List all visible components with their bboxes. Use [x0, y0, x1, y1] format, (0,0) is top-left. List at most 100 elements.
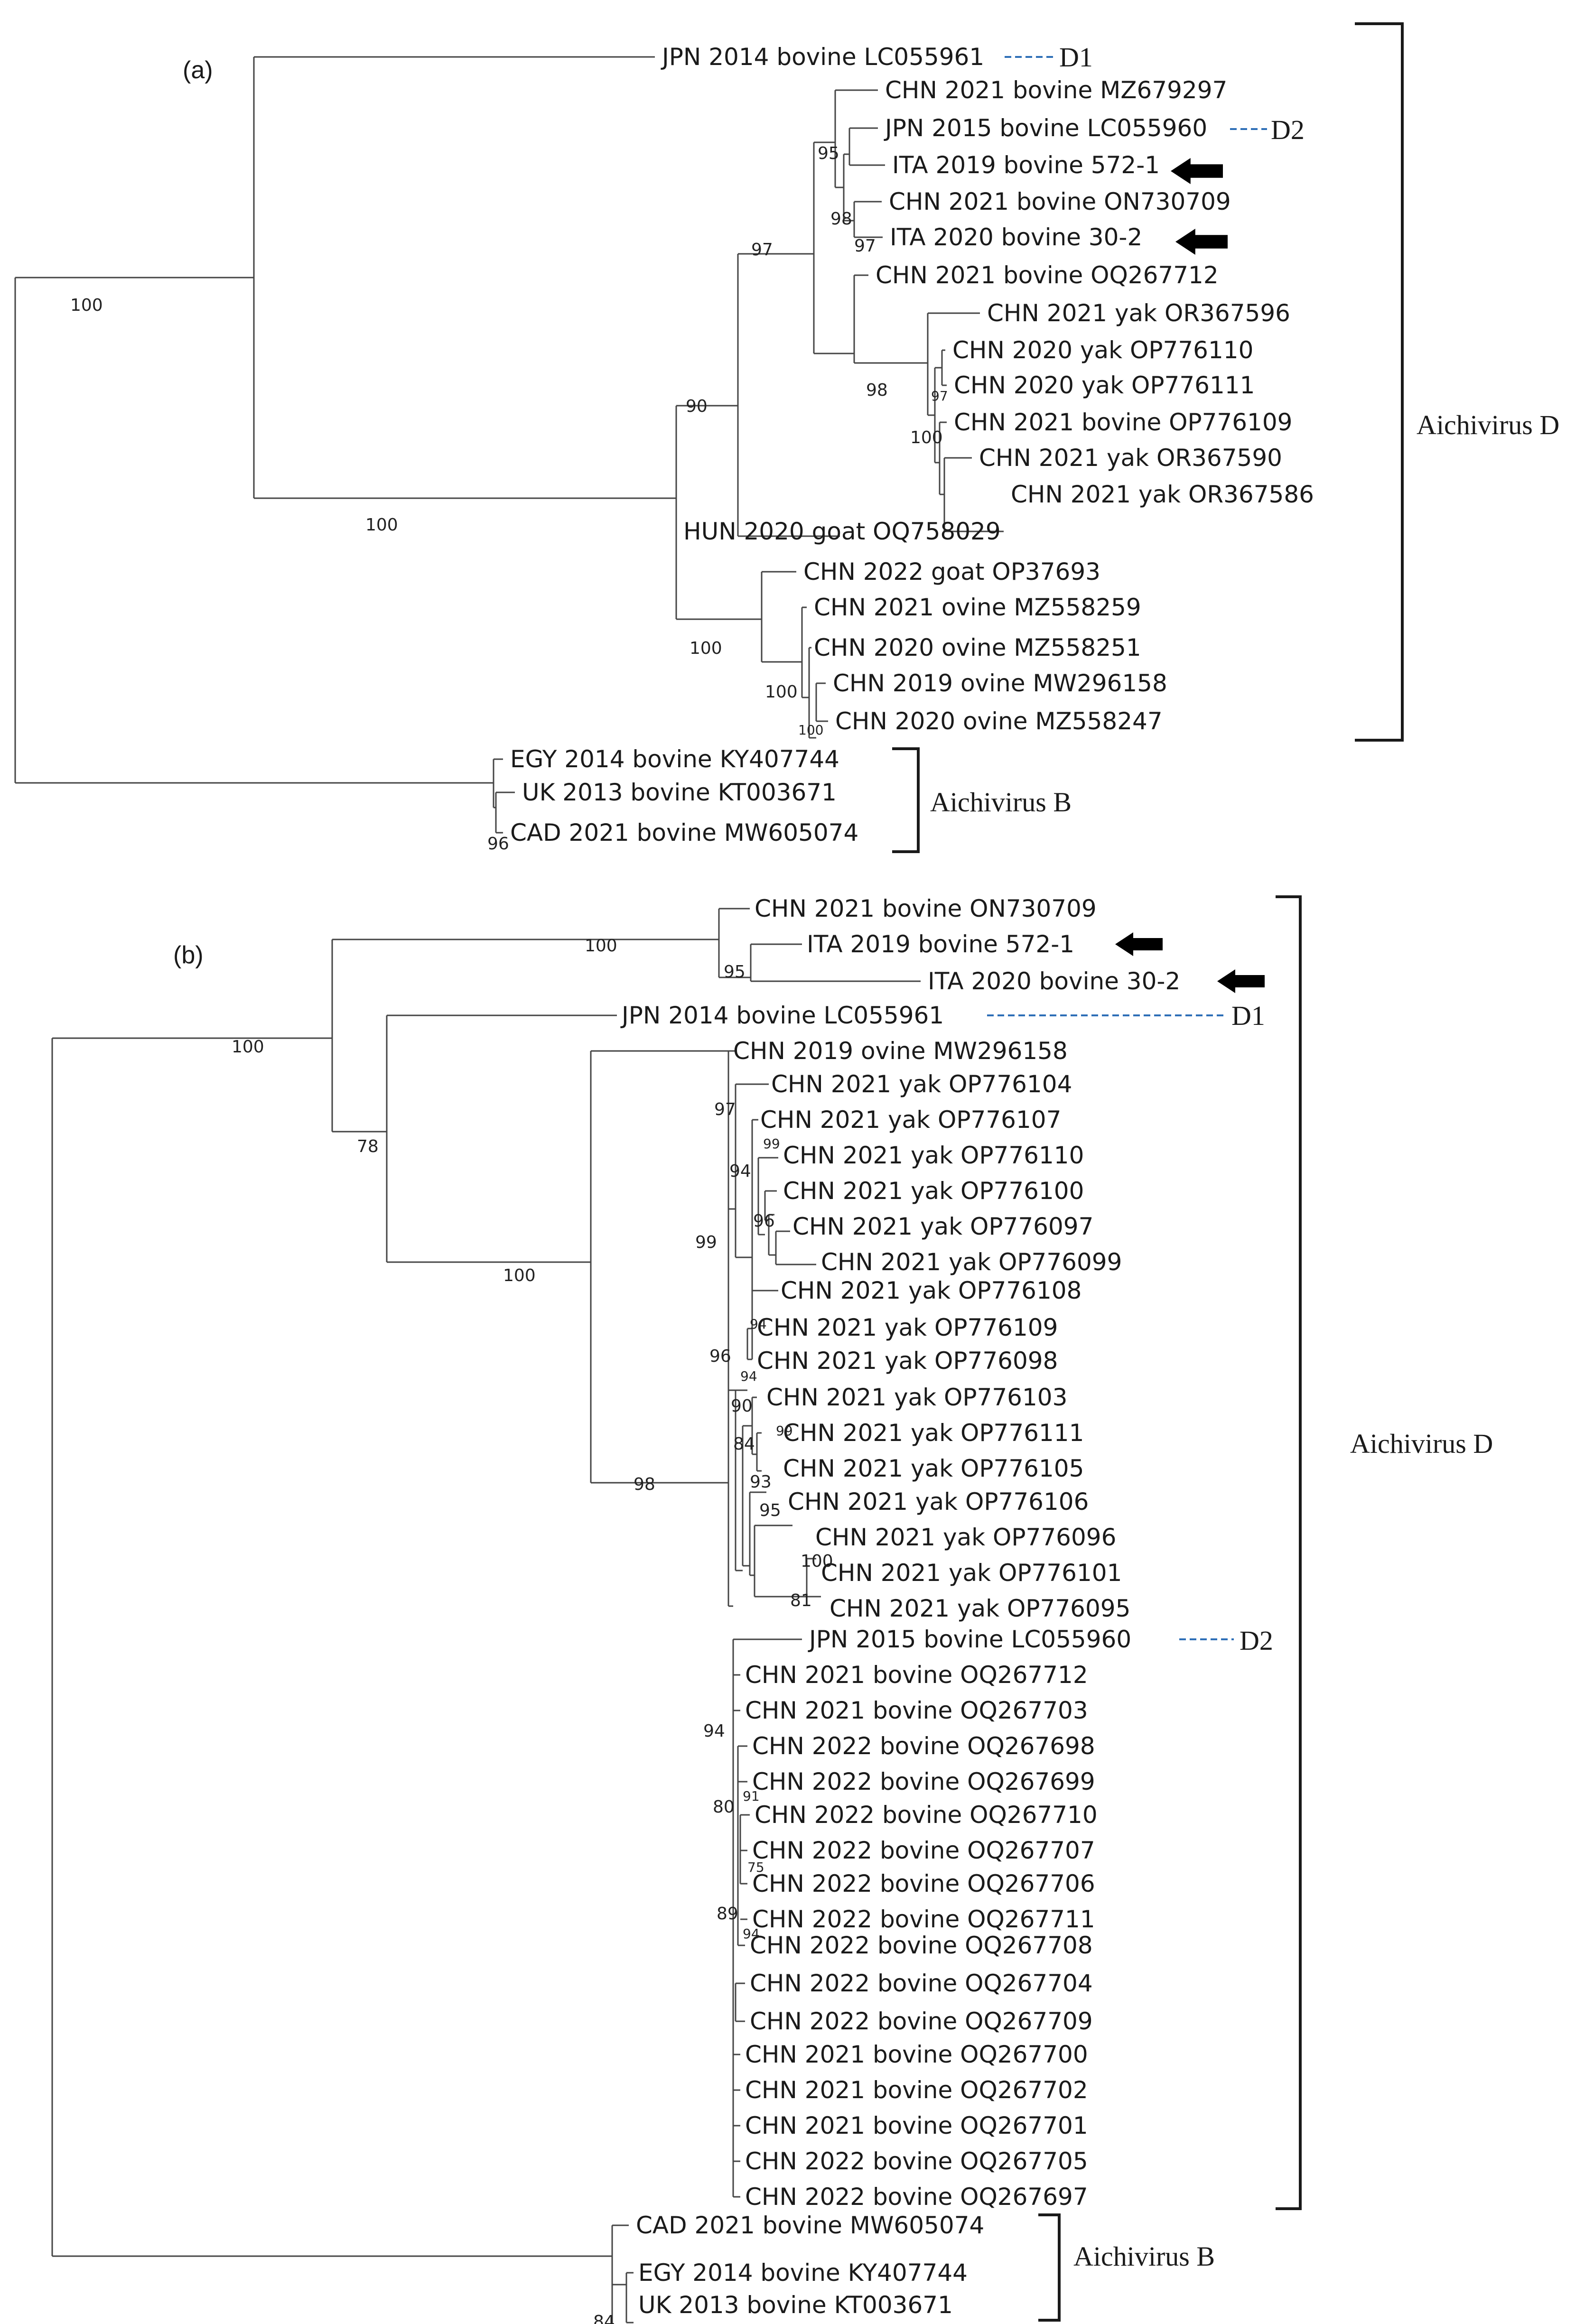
taxon-label: HUN 2020 goat OQ758029	[683, 518, 1001, 545]
taxon-label: CHN 2021 yak OP776095	[830, 1595, 1130, 1622]
bootstrap-value: 94	[703, 1721, 725, 1741]
taxon-label: CHN 2021 bovine OQ267700	[745, 2041, 1088, 2068]
taxon-label: CHN 2020 yak OP776111	[954, 372, 1255, 399]
taxon-label: CHN 2021 yak OR367586	[1011, 481, 1314, 508]
taxon-label: CHN 2021 bovine ON730709	[755, 895, 1097, 922]
bracket-aichivirus-b	[1038, 2213, 1061, 2322]
bootstrap-value: 95	[818, 144, 839, 163]
panel-b-clade-brackets: Aichivirus D Aichivirus B	[1038, 895, 1493, 2322]
taxon-label: CHN 2021 yak OP776105	[783, 1455, 1084, 1482]
taxon-label: JPN 2014 bovine LC055961	[661, 43, 984, 71]
taxon-label: UK 2013 bovine KT003671	[638, 2291, 953, 2319]
clade-label-aichivirus-d: Aichivirus D	[1350, 1428, 1493, 1459]
bootstrap-value: 94	[729, 1162, 751, 1181]
taxon-label: ITA 2020 bovine 30-2	[928, 967, 1180, 995]
taxon-label: CAD 2021 bovine MW605074	[636, 2212, 984, 2239]
group-label-d2: D2	[1271, 114, 1305, 145]
taxon-label: CHN 2021 bovine ON730709	[889, 188, 1231, 215]
panel-b: (b)	[51, 895, 1493, 2324]
bootstrap-value: 80	[713, 1797, 735, 1817]
panel-a-label: (a)	[183, 56, 213, 84]
bootstrap-value: 94	[740, 1368, 757, 1384]
taxon-label: CHN 2021 bovine OQ267702	[745, 2076, 1088, 2104]
bootstrap-value: 100	[765, 682, 798, 702]
taxon-label: CHN 2021 bovine OQ267712	[876, 261, 1219, 289]
taxon-label: CHN 2019 ovine MW296158	[733, 1037, 1068, 1065]
taxon-label: CHN 2019 ovine MW296158	[833, 669, 1167, 697]
bootstrap-value: 99	[776, 1423, 793, 1439]
taxon-label: CHN 2021 yak OP776099	[821, 1248, 1122, 1276]
bootstrap-value: 84	[733, 1434, 755, 1454]
taxon-label: CHN 2021 bovine MZ679297	[885, 76, 1227, 104]
bootstrap-value: 100	[801, 1552, 833, 1571]
group-label-d2: D2	[1240, 1625, 1273, 1656]
panel-a: (a)	[14, 22, 1559, 854]
bootstrap-value: 94	[750, 1316, 767, 1332]
bootstrap-value: 96	[753, 1211, 775, 1231]
group-label-d1: D1	[1231, 1000, 1265, 1031]
bootstrap-value: 100	[910, 428, 943, 447]
panel-b-branches	[51, 908, 921, 2324]
taxon-label: UK 2013 bovine KT003671	[522, 779, 837, 806]
arrow-pointer-icon	[1175, 229, 1228, 255]
arrow-pointer-icon	[1115, 932, 1163, 956]
taxon-label: CHN 2022 bovine OQ267698	[752, 1732, 1095, 1760]
taxon-label: CHN 2021 yak OP776096	[815, 1524, 1116, 1551]
bootstrap-value: 84	[593, 2312, 615, 2324]
taxon-label: CHN 2022 bovine OQ267709	[750, 2008, 1093, 2035]
taxon-label: CHN 2022 bovine OQ267710	[755, 1801, 1098, 1829]
taxon-label: CHN 2021 yak OR367596	[987, 299, 1290, 327]
bootstrap-value: 97	[751, 240, 773, 260]
bootstrap-value: 93	[750, 1472, 772, 1492]
bootstrap-value: 96	[709, 1347, 731, 1366]
taxon-label: CHN 2022 bovine OQ267705	[745, 2147, 1088, 2175]
bootstrap-value: 75	[747, 1859, 764, 1875]
taxon-label: CHN 2021 yak OP776107	[760, 1106, 1061, 1134]
taxon-label: CHN 2021 bovine OQ267712	[745, 1661, 1088, 1689]
taxon-label: EGY 2014 bovine KY407744	[638, 2259, 968, 2287]
clade-label-aichivirus-b: Aichivirus B	[1073, 2241, 1215, 2272]
taxon-label: CHN 2022 bovine OQ267704	[750, 1970, 1093, 1997]
taxon-label: EGY 2014 bovine KY407744	[510, 745, 839, 773]
panel-a-tip-labels: JPN 2014 bovine LC055961 CHN 2021 bovine…	[510, 43, 1314, 846]
bootstrap-value: 96	[487, 834, 509, 854]
bootstrap-value: 98	[830, 209, 852, 229]
taxon-label: CHN 2021 yak OP776109	[757, 1314, 1058, 1341]
taxon-label: CHN 2021 yak OP776101	[821, 1559, 1122, 1587]
bootstrap-value: 100	[365, 515, 398, 535]
taxon-label: CHN 2022 bovine OQ267706	[752, 1870, 1095, 1897]
taxon-label: CHN 2020 ovine MZ558251	[814, 634, 1141, 661]
taxon-label: CHN 2021 yak OP776097	[792, 1213, 1093, 1240]
bootstrap-value: 78	[357, 1137, 379, 1156]
bootstrap-value: 97	[714, 1100, 736, 1119]
panel-a-clade-brackets: Aichivirus D Aichivirus B	[892, 22, 1559, 853]
taxon-label: CHN 2021 yak OP776111	[783, 1419, 1084, 1447]
taxon-label: CHN 2021 yak OP776098	[757, 1347, 1058, 1375]
taxon-label: CHN 2022 bovine OQ267699	[752, 1768, 1095, 1795]
bootstrap-value: 95	[759, 1501, 781, 1520]
bootstrap-value: 100	[232, 1037, 264, 1057]
bootstrap-value: 100	[798, 722, 823, 738]
bootstrap-value: 100	[70, 296, 103, 315]
taxon-label: CHN 2020 yak OP776110	[952, 336, 1253, 364]
panel-b-tip-labels: CHN 2021 bovine ON730709 ITA 2019 bovine…	[620, 895, 1180, 2319]
taxon-label: CHN 2021 yak OR367590	[979, 444, 1282, 472]
taxon-label: CHN 2021 yak OP776104	[771, 1070, 1072, 1098]
bootstrap-value: 81	[790, 1591, 812, 1610]
taxon-label: JPN 2014 bovine LC055961	[620, 1002, 944, 1029]
bootstrap-value: 99	[763, 1136, 780, 1152]
panel-b-label: (b)	[173, 941, 204, 969]
bootstrap-value: 100	[585, 936, 617, 956]
clade-label-aichivirus-b: Aichivirus B	[930, 787, 1072, 818]
taxon-label: ITA 2020 bovine 30-2	[890, 223, 1142, 251]
taxon-label: CHN 2022 bovine OQ267711	[752, 1906, 1095, 1933]
group-label-d1: D1	[1059, 42, 1093, 73]
taxon-label: ITA 2019 bovine 572-1	[892, 151, 1160, 179]
taxon-label: CHN 2021 yak OP776106	[788, 1488, 1089, 1515]
panel-b-bootstrap-values: 100 78 100 95 100 98 99 97 94 96 99 96 9…	[232, 936, 833, 2324]
taxon-label: CHN 2022 goat OP37693	[803, 558, 1100, 586]
taxon-label: CHN 2022 bovine OQ267707	[752, 1837, 1095, 1864]
bootstrap-value: 97	[854, 236, 876, 256]
taxon-label: CHN 2021 bovine OQ267703	[745, 1697, 1088, 1724]
